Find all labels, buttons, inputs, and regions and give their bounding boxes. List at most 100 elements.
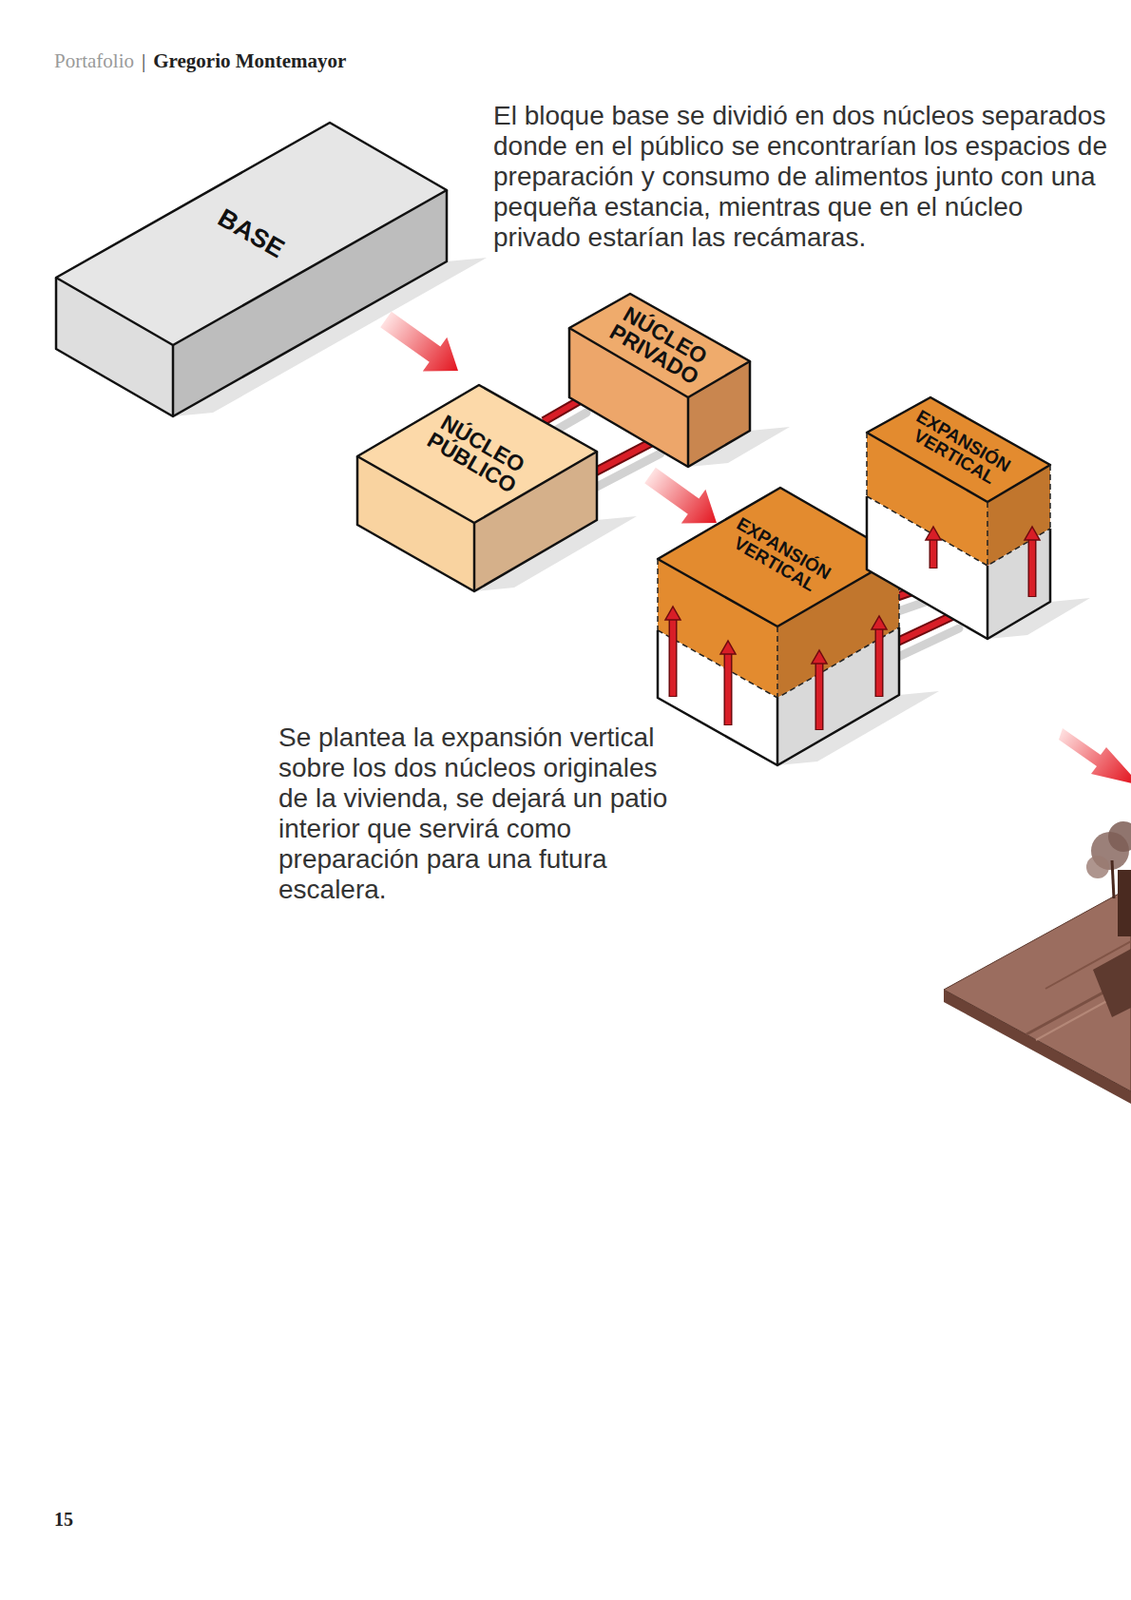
block-face	[866, 432, 988, 566]
block-label: EXPANSIÓN VERTICAL	[720, 511, 840, 601]
expansion-line	[866, 496, 1051, 566]
iso-block-shape	[48, 115, 455, 424]
up-arrow-head	[665, 606, 681, 620]
drop-shadow	[777, 690, 940, 766]
up-arrow	[725, 650, 731, 725]
header-section: Portafolio	[54, 49, 135, 74]
expansion-line	[656, 558, 659, 631]
up-arrow-head	[871, 615, 887, 630]
drop-shadow	[172, 257, 487, 417]
expansion-line	[898, 555, 901, 628]
block-outline	[172, 345, 175, 417]
connection-pipe	[893, 532, 996, 644]
block-face	[866, 496, 988, 639]
slab-top	[943, 886, 1131, 1092]
iso-block: NÚCLEO PÚBLICO	[349, 377, 605, 599]
up-arrow-outline	[1028, 536, 1037, 597]
drop-shadow	[688, 426, 790, 467]
tree	[1086, 855, 1110, 879]
transition-arrow	[380, 311, 459, 372]
up-arrow	[670, 615, 676, 696]
tree	[1108, 821, 1131, 852]
iso-block-shape	[349, 377, 605, 599]
block-face	[657, 558, 778, 698]
up-arrow-head	[720, 640, 736, 654]
block-face	[357, 456, 475, 592]
connector-group	[893, 532, 1000, 657]
header-separator: |	[141, 49, 146, 74]
up-arrow-head	[811, 650, 827, 664]
block-top	[657, 487, 900, 627]
iso-block-shape	[650, 479, 907, 773]
header-author: Gregorio Montemayor	[153, 49, 346, 74]
up-arrow-head	[1024, 526, 1040, 540]
up-arrow	[1029, 536, 1036, 596]
block-label: EXPANSIÓN VERTICAL	[900, 403, 1019, 494]
transition-arrow	[644, 467, 717, 524]
iso-block-shape	[561, 286, 758, 475]
drop-shadow	[987, 597, 1091, 639]
block-face	[777, 555, 900, 698]
expansion-line	[986, 501, 989, 566]
up-arrow-outline	[669, 615, 678, 697]
block-top	[569, 293, 750, 398]
block-outline	[986, 565, 990, 639]
expansion-line	[865, 432, 868, 497]
block-top	[56, 122, 447, 346]
expansion-line	[1049, 464, 1052, 529]
expansion-line	[776, 626, 779, 698]
dark-surface	[1092, 948, 1131, 1017]
up-arrow-outline	[875, 625, 884, 697]
block-face	[688, 361, 750, 467]
block-outline	[569, 327, 750, 467]
wall-block	[1117, 869, 1131, 937]
pipe-outline	[543, 399, 656, 485]
iso-block: BASE	[48, 115, 455, 424]
expansion-line	[657, 627, 900, 698]
block-face	[172, 190, 447, 417]
pipe-shadow	[548, 412, 661, 499]
page-number: 15	[54, 1508, 74, 1531]
up-arrow-outline	[929, 536, 939, 569]
up-arrow	[816, 659, 823, 729]
up-arrow-outline	[724, 650, 733, 726]
description-text: El bloque base se dividió en dos núcleos…	[493, 100, 1116, 253]
block-label: NÚCLEO PRIVADO	[602, 299, 717, 391]
block-face	[474, 451, 597, 592]
iso-block: EXPANSIÓN VERTICAL	[650, 479, 907, 773]
up-arrow	[930, 536, 937, 568]
pipe-outline	[893, 532, 996, 644]
iso-block: NÚCLEO PRIVADO	[561, 286, 758, 475]
up-arrow	[876, 625, 882, 696]
block-label: BASE	[199, 196, 304, 271]
block-outline	[687, 397, 691, 467]
up-arrow-outline	[815, 659, 825, 730]
connector-group	[380, 311, 459, 372]
block-outline	[776, 697, 780, 766]
block-outline	[473, 522, 477, 592]
iso-block-shape	[859, 389, 1058, 647]
block-top	[866, 397, 1051, 502]
page-header: Portafolio| Gregorio Montemayor	[54, 49, 346, 74]
drop-shadow	[474, 516, 637, 592]
block-face	[987, 528, 1051, 639]
block-label: NÚCLEO PÚBLICO	[420, 407, 535, 499]
block-face	[56, 277, 173, 417]
render-fragment	[943, 821, 1131, 1104]
connector-group	[644, 467, 717, 524]
block-outline	[357, 451, 597, 592]
description-text: Se plantea la expansión vertical sobre l…	[278, 722, 690, 905]
connector-group	[543, 399, 661, 499]
up-arrow-head	[925, 526, 941, 540]
block-outline	[866, 496, 1051, 639]
block-outline	[56, 190, 447, 417]
block-outline	[657, 627, 900, 766]
block-face	[987, 464, 1051, 566]
transition-arrow	[1058, 728, 1131, 786]
tree-trunk	[1111, 860, 1114, 899]
block-top	[357, 384, 597, 523]
